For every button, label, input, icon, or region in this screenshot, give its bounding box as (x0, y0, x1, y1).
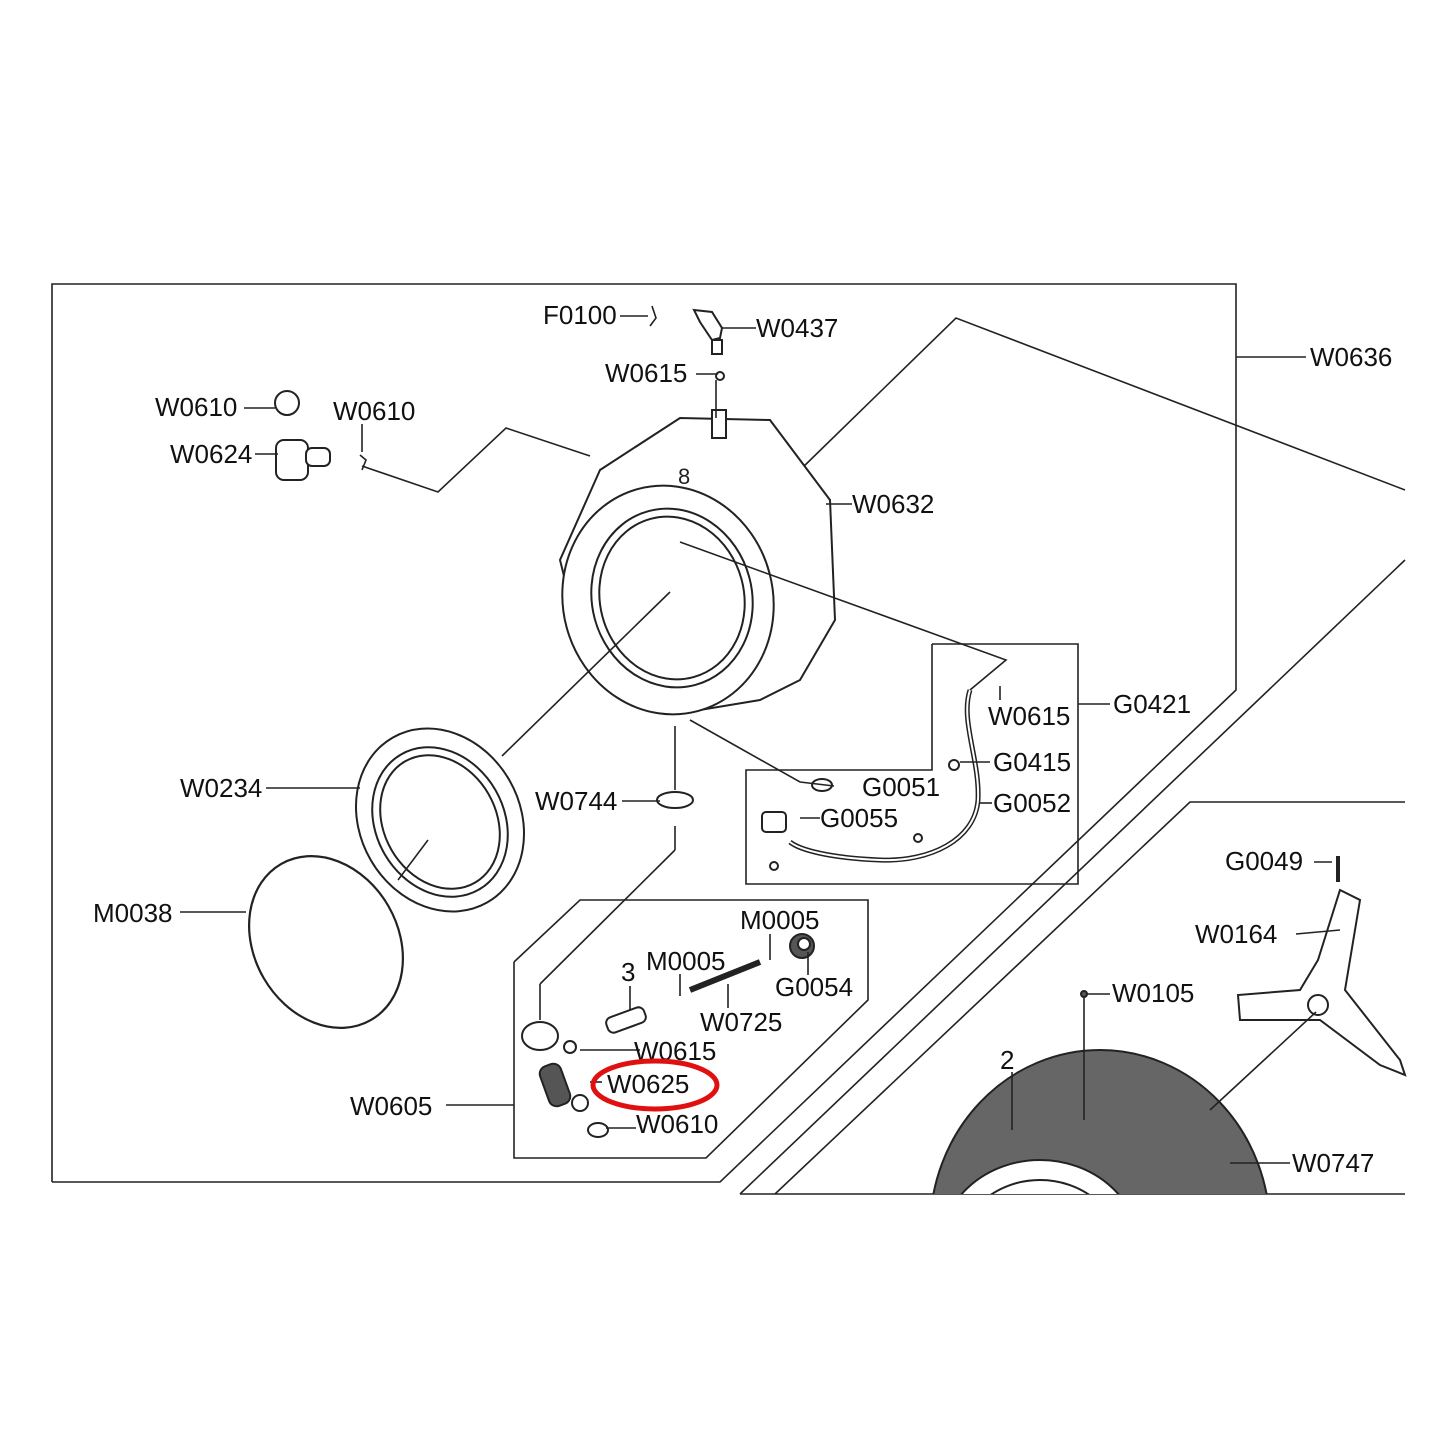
svg-text:8: 8 (678, 464, 690, 489)
door-seal-part (354, 727, 526, 913)
drum-part (932, 990, 1268, 1194)
label-m0038: M0038 (93, 898, 173, 928)
label-w0605: W0605 (350, 1091, 432, 1121)
label-g0052: G0052 (993, 788, 1071, 818)
label-w0234: W0234 (180, 773, 262, 803)
label-g0054: G0054 (775, 972, 853, 1002)
wire-ring-part (248, 855, 404, 1029)
label-w0725: W0725 (700, 1007, 782, 1037)
label-g0415: G0415 (993, 747, 1071, 777)
label-m0005-b: M0005 (646, 946, 726, 976)
label-w0615-top: W0615 (605, 358, 687, 388)
label-w0624: W0624 (170, 439, 252, 469)
label-g0421: G0421 (1113, 689, 1191, 719)
label-w0610-a: W0610 (155, 392, 237, 422)
label-num-3: 3 (621, 957, 635, 987)
tub-part: 8 (558, 409, 837, 716)
small-parts-top (274, 305, 725, 481)
spider-part (1236, 856, 1407, 1077)
label-w0105: W0105 (1112, 978, 1194, 1008)
label-f0100: F0100 (543, 300, 617, 330)
label-w0164: W0164 (1195, 919, 1277, 949)
label-g0049: G0049 (1225, 846, 1303, 876)
label-m0005-a: M0005 (740, 905, 820, 935)
label-w0747: W0747 (1292, 1148, 1374, 1178)
label-num-2: 2 (1000, 1045, 1014, 1075)
label-g0055: G0055 (820, 803, 898, 833)
leader-lines (180, 315, 1341, 1164)
label-w0437: W0437 (756, 313, 838, 343)
g0421-subassembly-box (745, 643, 1110, 885)
label-w0636: W0636 (1310, 342, 1392, 372)
label-w0632: W0632 (852, 489, 934, 519)
label-g0051: G0051 (862, 772, 940, 802)
w0605-subassembly-box (446, 899, 869, 1159)
part-labels: F0100 W0437 W0615 W0636 W0610 W0610 W062… (93, 300, 1392, 1178)
label-w0625: W0625 (607, 1069, 689, 1099)
label-w0610-low: W0610 (636, 1109, 718, 1139)
label-w0744: W0744 (535, 786, 617, 816)
label-w0610-b: W0610 (333, 396, 415, 426)
highlight-circle (590, 1058, 720, 1112)
label-w0615-mid: W0615 (988, 701, 1070, 731)
